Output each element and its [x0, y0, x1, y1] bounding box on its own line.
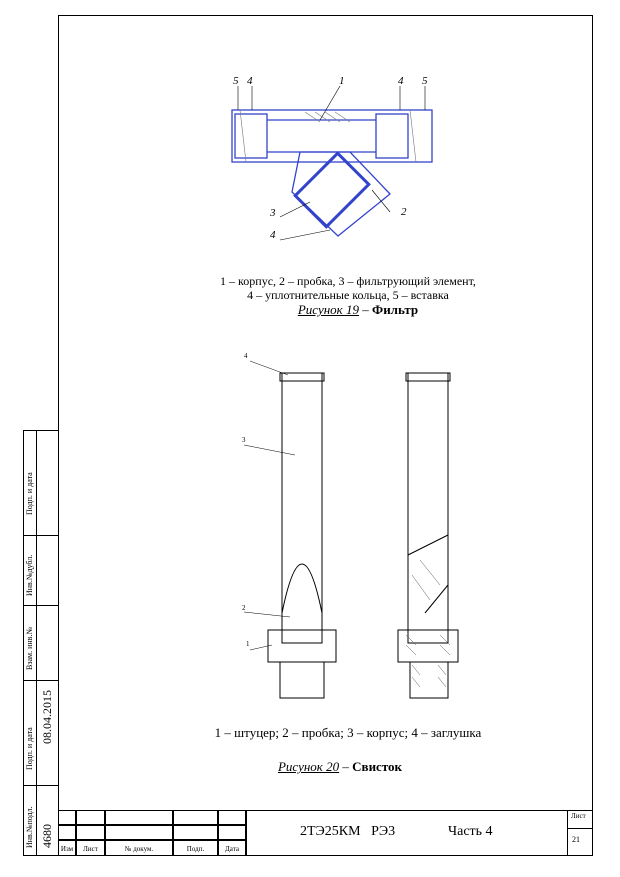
figure20-title-dash: – — [339, 759, 353, 774]
figure20-title-name: Свисток — [352, 759, 403, 774]
tb-part: Часть 4 — [448, 824, 493, 839]
figure19-title-name: Фильтр — [372, 302, 419, 317]
tb-header-sign: Подп. — [173, 840, 218, 856]
side-inv-number: 4680 — [40, 824, 54, 848]
figure20-title: Рисунок 20 – Свисток — [40, 759, 620, 775]
page-frame — [58, 15, 593, 856]
callout-4-left: 4 — [247, 75, 253, 87]
tb-designation: 2ТЭ25КМ РЭ3 — [300, 824, 396, 839]
callout-3: 3 — [270, 207, 276, 219]
callout-4-right: 4 — [398, 75, 404, 87]
side-label-inv-orig: Инв.№подл. — [25, 806, 34, 848]
side-date: 08.04.2015 — [40, 690, 54, 744]
tb-header-date: Дата — [218, 840, 246, 856]
tb-header-change: Изм — [58, 840, 76, 856]
side-label-inv-dup: Инв.№дубл. — [25, 554, 34, 596]
callout-whistle-4-top: 4 — [244, 352, 248, 360]
tb-sheet-number: 21 — [572, 835, 580, 844]
title-block-top-border — [58, 810, 593, 811]
callout-5-left: 5 — [233, 75, 239, 87]
callout-1: 1 — [339, 75, 345, 87]
figure19-title-number: Рисунок 19 — [297, 302, 360, 317]
tb-sheet-label: Лист — [571, 812, 586, 820]
figure19-title-dash: – — [359, 302, 373, 317]
figure19-caption-line1: 1 – корпус, 2 – пробка, 3 – фильтрующий … — [220, 274, 476, 288]
callout-whistle-2: 2 — [242, 604, 246, 612]
side-strip-values — [36, 430, 58, 856]
figure20-title-number: Рисунок 20 — [277, 759, 340, 774]
side-label-sign-date-1: Подп. и дата — [25, 472, 34, 515]
side-strip-labels — [23, 430, 36, 856]
side-label-sign-date-2: Подп. и дата — [25, 727, 34, 770]
side-label-replace-inv: Взам. инв.№ — [25, 626, 34, 670]
callout-4-bottom: 4 — [270, 229, 276, 241]
figure19-title: Рисунок 19 – Фильтр — [58, 302, 620, 318]
callout-2: 2 — [401, 206, 407, 218]
callout-5-right: 5 — [422, 75, 428, 87]
callout-whistle-1: 1 — [246, 640, 250, 648]
whistle-drawing — [243, 360, 459, 699]
figure19-caption-line2: 4 – уплотнительные кольца, 5 – вставка — [247, 288, 449, 302]
figure20-caption: 1 – штуцер; 2 – пробка; 3 – корпус; 4 – … — [214, 725, 482, 740]
filter-drawing — [231, 85, 433, 241]
callout-whistle-3: 3 — [242, 436, 246, 444]
tb-header-sheet: Лист — [76, 840, 105, 856]
tb-header-doc: № докум. — [105, 840, 173, 856]
